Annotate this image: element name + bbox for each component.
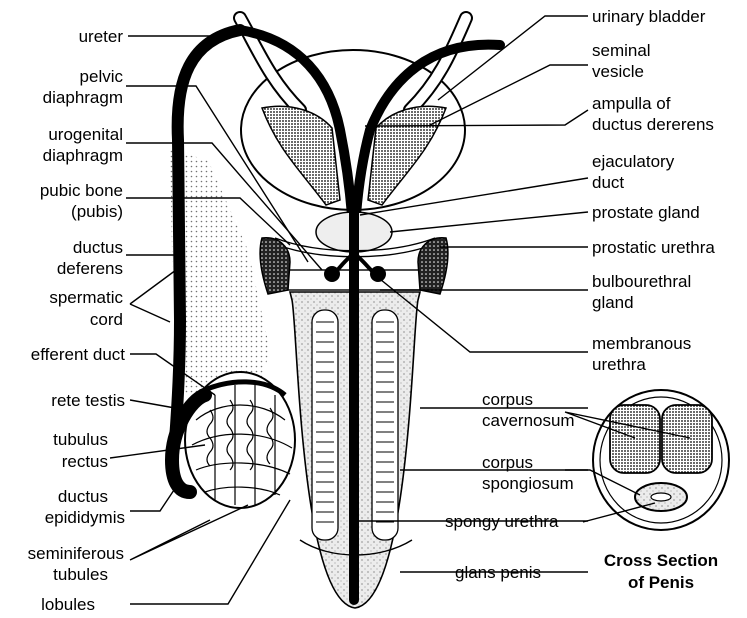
label-ductus-deferens-2: deferens [57, 259, 123, 278]
label-prostate-gland: prostate gland [592, 203, 700, 222]
label-ductus-deferens-1: ductus [73, 238, 123, 257]
label-glans-penis: glans penis [455, 563, 541, 582]
label-tubulus-rectus-2: rectus [62, 452, 108, 471]
label-pubic-bone-2: (pubis) [71, 202, 123, 221]
label-ampulla-2: ductus dererens [592, 115, 714, 134]
label-membranous-urethra-2: urethra [592, 355, 646, 374]
pubic-bone-right [418, 238, 448, 294]
cross-section-caption-2: of Penis [628, 573, 694, 592]
label-seminiferous-tubules-1: seminiferous [28, 544, 124, 563]
label-ductus-epididymis-1: ductus [58, 487, 108, 506]
label-bulbourethral-gland-1: bulbourethral [592, 272, 691, 291]
label-pelvic-diaphragm-1: pelvic [80, 67, 124, 86]
label-pubic-bone-1: pubic bone [40, 181, 123, 200]
label-corpus-spongiosum-1: corpus [482, 453, 533, 472]
label-urinary-bladder: urinary bladder [592, 7, 706, 26]
label-seminiferous-tubules-2: tubules [53, 565, 108, 584]
label-ureter: ureter [79, 27, 124, 46]
label-ejaculatory-duct-1: ejaculatory [592, 152, 675, 171]
label-efferent-duct: efferent duct [31, 345, 125, 364]
corpus-cavernosum-left [312, 310, 338, 540]
cross-section-cavernosum-left [610, 405, 660, 473]
label-urogenital-diaphragm-1: urogenital [48, 125, 123, 144]
label-seminal-vesicle-2: vesicle [592, 62, 644, 81]
label-corpus-cavernosum-1: corpus [482, 390, 533, 409]
corpus-cavernosum-right [372, 310, 398, 540]
label-urogenital-diaphragm-2: diaphragm [43, 146, 123, 165]
label-membranous-urethra-1: membranous [592, 334, 691, 353]
label-lobules: lobules [41, 595, 95, 614]
label-bulbourethral-gland-2: gland [592, 293, 634, 312]
label-seminal-vesicle-1: seminal [592, 41, 651, 60]
label-corpus-cavernosum-2: cavernosum [482, 411, 575, 430]
label-ejaculatory-duct-2: duct [592, 173, 624, 192]
label-ductus-epididymis-2: epididymis [45, 508, 125, 527]
cross-section-caption-1: Cross Section [604, 551, 718, 570]
label-spermatic-cord-2: cord [90, 310, 123, 329]
label-ampulla-1: ampulla of [592, 94, 671, 113]
label-rete-testis: rete testis [51, 391, 125, 410]
cross-section-group [593, 390, 729, 530]
label-spermatic-cord-1: spermatic [49, 288, 123, 307]
cross-section-cavernosum-right [662, 405, 712, 473]
label-spongy-urethra: spongy urethra [445, 512, 559, 531]
label-prostatic-urethra: prostatic urethra [592, 238, 715, 257]
pubic-bone-left [260, 238, 290, 294]
label-pelvic-diaphragm-2: diaphragm [43, 88, 123, 107]
label-corpus-spongiosum-2: spongiosum [482, 474, 574, 493]
label-tubulus-rectus-1: tubulus [53, 430, 108, 449]
